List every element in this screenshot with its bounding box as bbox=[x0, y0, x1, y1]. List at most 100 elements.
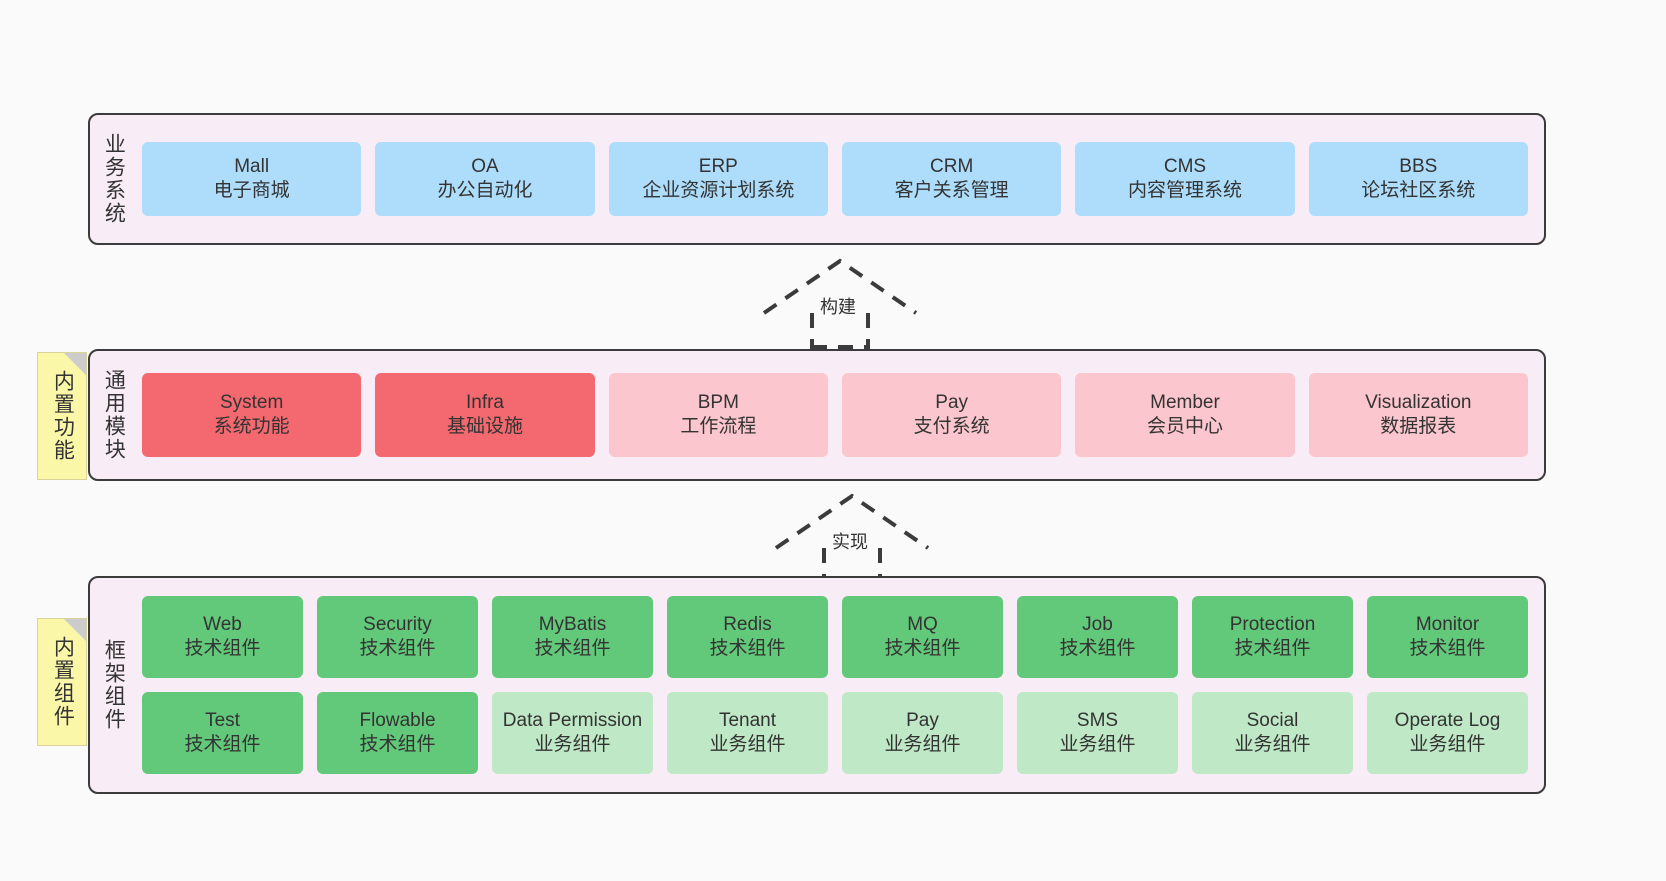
framework-card-data-permission-title: Data Permission bbox=[502, 709, 643, 731]
sticky-note-builtin-functions-text: 内置功能 bbox=[51, 370, 75, 462]
framework-card-redis-subtitle: 技术组件 bbox=[709, 638, 786, 659]
layer-body-common-modules: System 系统功能 Infra 基础设施 BPM 工作流程 Pay 支付系统… bbox=[136, 351, 1544, 479]
framework-card-job-subtitle: 技术组件 bbox=[1059, 638, 1136, 659]
framework-card-web-title: Web bbox=[203, 613, 242, 635]
module-card-member[interactable]: Member 会员中心 bbox=[1075, 373, 1295, 457]
framework-card-flowable-subtitle: 技术组件 bbox=[359, 734, 436, 755]
layer-title-business-systems: 业务系统 bbox=[102, 133, 126, 225]
business-card-erp[interactable]: ERP 企业资源计划系统 bbox=[608, 142, 828, 216]
business-card-bbs[interactable]: BBS 论坛社区系统 bbox=[1308, 142, 1528, 216]
business-card-crm[interactable]: CRM 客户关系管理 bbox=[841, 142, 1062, 216]
layer-body-framework-components: Web 技术组件 Security 技术组件 MyBatis 技术组件 Redi… bbox=[136, 578, 1544, 792]
business-card-cms-title: CMS bbox=[1163, 155, 1207, 177]
framework-card-mybatis-subtitle: 技术组件 bbox=[534, 638, 611, 659]
framework-card-security[interactable]: Security 技术组件 bbox=[317, 596, 478, 678]
framework-card-monitor-subtitle: 技术组件 bbox=[1409, 638, 1486, 659]
business-card-erp-title: ERP bbox=[698, 155, 738, 177]
framework-card-test[interactable]: Test 技术组件 bbox=[142, 692, 303, 774]
layer-business-systems: 业务系统 Mall 电子商城 OA 办公自动化 ERP 企业资源计划系统 CRM… bbox=[88, 113, 1546, 245]
framework-card-sms-title: SMS bbox=[1076, 709, 1119, 731]
layer-body-business-systems: Mall 电子商城 OA 办公自动化 ERP 企业资源计划系统 CRM 客户关系… bbox=[136, 115, 1544, 243]
module-card-system[interactable]: System 系统功能 bbox=[142, 373, 362, 457]
module-card-infra-title: Infra bbox=[465, 391, 504, 413]
framework-card-mq-title: MQ bbox=[907, 613, 938, 635]
framework-card-security-title: Security bbox=[363, 613, 432, 635]
business-card-mall-title: Mall bbox=[234, 155, 270, 177]
framework-card-tenant[interactable]: Tenant 业务组件 bbox=[667, 692, 828, 774]
framework-card-flowable-title: Flowable bbox=[359, 709, 436, 731]
module-card-system-title: System bbox=[219, 391, 284, 413]
business-card-bbs-subtitle: 论坛社区系统 bbox=[1361, 180, 1476, 201]
framework-card-data-permission-subtitle: 业务组件 bbox=[534, 734, 611, 755]
layer-title-framework-components: 框架组件 bbox=[102, 639, 126, 731]
module-card-infra-subtitle: 基础设施 bbox=[446, 416, 523, 437]
framework-card-tenant-subtitle: 业务组件 bbox=[709, 734, 786, 755]
business-card-erp-subtitle: 企业资源计划系统 bbox=[642, 180, 795, 201]
business-card-mall[interactable]: Mall 电子商城 bbox=[142, 142, 362, 216]
module-card-pay[interactable]: Pay 支付系统 bbox=[841, 373, 1062, 457]
module-card-bpm-title: BPM bbox=[697, 391, 739, 413]
framework-card-mybatis-title: MyBatis bbox=[538, 613, 607, 635]
framework-card-job[interactable]: Job 技术组件 bbox=[1017, 596, 1178, 678]
framework-card-mq[interactable]: MQ 技术组件 bbox=[842, 596, 1003, 678]
generalization-arrow-implement: 实现 bbox=[772, 492, 932, 584]
business-systems-row: Mall 电子商城 OA 办公自动化 ERP 企业资源计划系统 CRM 客户关系… bbox=[142, 142, 1528, 216]
module-card-visualization-title: Visualization bbox=[1365, 391, 1472, 413]
arrow-implement-label: 实现 bbox=[832, 532, 868, 552]
module-card-bpm-subtitle: 工作流程 bbox=[680, 416, 757, 437]
module-card-pay-subtitle: 支付系统 bbox=[913, 416, 990, 437]
common-modules-row: System 系统功能 Infra 基础设施 BPM 工作流程 Pay 支付系统… bbox=[142, 373, 1528, 457]
framework-card-social[interactable]: Social 业务组件 bbox=[1192, 692, 1353, 774]
framework-card-sms-subtitle: 业务组件 bbox=[1059, 734, 1136, 755]
layer-common-modules: 通用模块 System 系统功能 Infra 基础设施 BPM 工作流程 Pay… bbox=[88, 349, 1546, 481]
framework-card-redis[interactable]: Redis 技术组件 bbox=[667, 596, 828, 678]
framework-card-web[interactable]: Web 技术组件 bbox=[142, 596, 303, 678]
business-card-cms-subtitle: 内容管理系统 bbox=[1127, 180, 1242, 201]
framework-card-social-subtitle: 业务组件 bbox=[1234, 734, 1311, 755]
framework-card-pay-title: Pay bbox=[906, 709, 939, 731]
framework-card-monitor[interactable]: Monitor 技术组件 bbox=[1367, 596, 1528, 678]
framework-card-social-title: Social bbox=[1246, 709, 1299, 731]
module-card-system-subtitle: 系统功能 bbox=[213, 416, 290, 437]
business-card-cms[interactable]: CMS 内容管理系统 bbox=[1075, 142, 1295, 216]
generalization-arrow-build: 构建 bbox=[760, 257, 920, 349]
generalization-arrow-build-icon bbox=[762, 258, 918, 349]
layer-framework-components: 框架组件 Web 技术组件 Security 技术组件 MyBatis 技术组件… bbox=[88, 576, 1546, 794]
layer-title-common-modules: 通用模块 bbox=[102, 369, 126, 461]
framework-card-tenant-title: Tenant bbox=[718, 709, 777, 731]
module-card-pay-title: Pay bbox=[935, 391, 969, 413]
framework-card-sms[interactable]: SMS 业务组件 bbox=[1017, 692, 1178, 774]
arrow-build-label: 构建 bbox=[820, 297, 856, 317]
module-card-bpm[interactable]: BPM 工作流程 bbox=[608, 373, 828, 457]
sticky-note-builtin-components: 内置组件 bbox=[37, 618, 87, 746]
framework-card-monitor-title: Monitor bbox=[1415, 613, 1480, 635]
module-card-infra[interactable]: Infra 基础设施 bbox=[375, 373, 595, 457]
framework-card-redis-title: Redis bbox=[723, 613, 772, 635]
framework-card-flowable[interactable]: Flowable 技术组件 bbox=[317, 692, 478, 774]
module-card-visualization-subtitle: 数据报表 bbox=[1380, 416, 1457, 437]
framework-card-mybatis[interactable]: MyBatis 技术组件 bbox=[492, 596, 653, 678]
business-card-bbs-title: BBS bbox=[1399, 155, 1438, 177]
business-card-mall-subtitle: 电子商城 bbox=[213, 180, 290, 201]
framework-card-operate-log-subtitle: 业务组件 bbox=[1409, 734, 1486, 755]
framework-card-pay[interactable]: Pay 业务组件 bbox=[842, 692, 1003, 774]
framework-card-data-permission[interactable]: Data Permission 业务组件 bbox=[492, 692, 653, 774]
framework-card-operate-log-title: Operate Log bbox=[1394, 709, 1501, 731]
business-card-oa-subtitle: 办公自动化 bbox=[437, 180, 533, 201]
business-card-oa[interactable]: OA 办公自动化 bbox=[375, 142, 595, 216]
business-card-crm-title: CRM bbox=[930, 155, 974, 177]
module-card-visualization[interactable]: Visualization 数据报表 bbox=[1308, 373, 1528, 457]
framework-card-operate-log[interactable]: Operate Log 业务组件 bbox=[1367, 692, 1528, 774]
framework-card-mq-subtitle: 技术组件 bbox=[884, 638, 961, 659]
framework-card-protection[interactable]: Protection 技术组件 bbox=[1192, 596, 1353, 678]
framework-card-test-title: Test bbox=[205, 709, 240, 731]
framework-card-protection-title: Protection bbox=[1229, 613, 1316, 635]
business-card-crm-subtitle: 客户关系管理 bbox=[894, 180, 1009, 201]
framework-tech-row: Web 技术组件 Security 技术组件 MyBatis 技术组件 Redi… bbox=[142, 596, 1528, 678]
framework-card-protection-subtitle: 技术组件 bbox=[1234, 638, 1311, 659]
framework-card-test-subtitle: 技术组件 bbox=[184, 734, 261, 755]
sticky-note-builtin-components-text: 内置组件 bbox=[51, 636, 75, 728]
framework-card-web-subtitle: 技术组件 bbox=[184, 638, 261, 659]
framework-card-job-title: Job bbox=[1082, 613, 1113, 635]
module-card-member-title: Member bbox=[1150, 391, 1220, 413]
